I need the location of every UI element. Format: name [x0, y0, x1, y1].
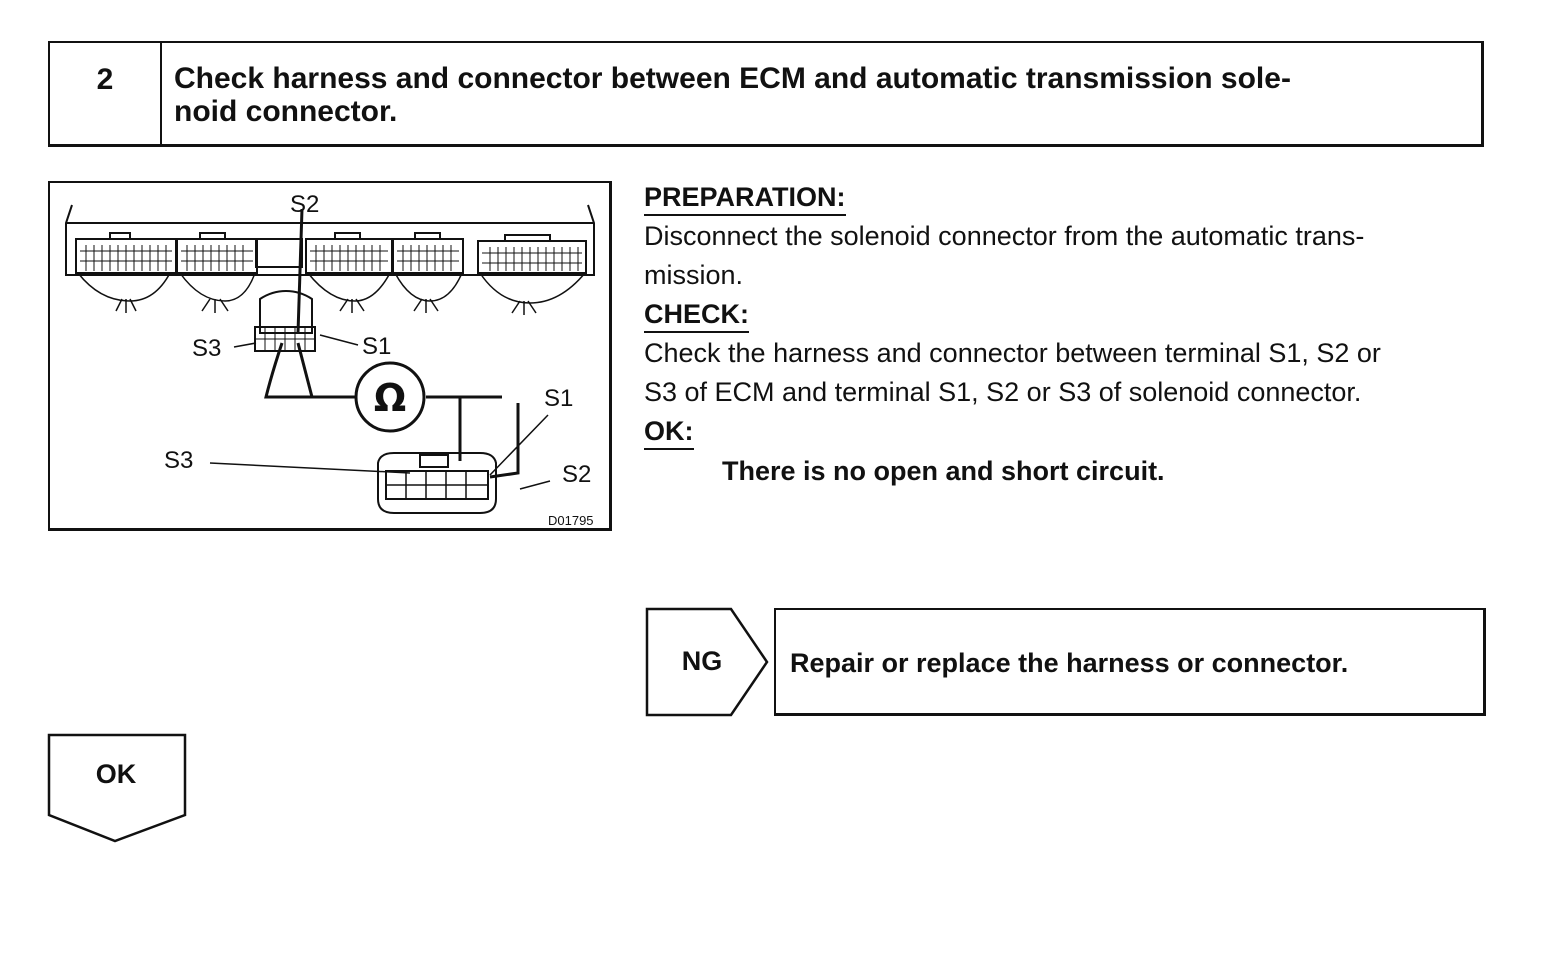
ecm-s3-label: S3	[192, 335, 222, 362]
step-title: Check harness and connector between ECM …	[174, 62, 1291, 128]
preparation-line-1: Disconnect the solenoid connector from t…	[644, 221, 1365, 251]
wiring-figure: Ω S2 S3 S1 S1 S3 S2 D01795	[48, 181, 612, 531]
ok-condition-text: There is no open and short circuit.	[722, 456, 1165, 486]
ecm-s1-label: S1	[362, 333, 392, 360]
preparation-line-2: mission.	[644, 260, 744, 290]
pin-ticks	[85, 245, 579, 271]
ecm-connector-group	[75, 238, 587, 274]
leader-lines	[209, 334, 551, 490]
ok-heading: OK:	[644, 414, 694, 450]
check-line-2: S3 of ECM and terminal S1, S2 or S3 of s…	[644, 377, 1362, 407]
ng-action-box: Repair or replace the harness or connect…	[774, 608, 1486, 716]
solenoid-connector	[377, 452, 497, 514]
ohm-symbol: Ω	[374, 376, 406, 420]
figure-code: D01795	[548, 513, 594, 528]
instructions: PREPARATION: Disconnect the solenoid con…	[644, 178, 1488, 491]
solenoid-s2-label: S2	[562, 461, 592, 488]
ok-arrow-shape	[47, 733, 187, 843]
ohmmeter-icon	[354, 361, 426, 433]
wire-bundles	[77, 272, 586, 315]
solenoid-s1-label: S1	[544, 385, 574, 412]
check-heading: CHECK:	[644, 297, 749, 333]
ng-action-text: Repair or replace the harness or connect…	[790, 648, 1349, 678]
step-number: 2	[50, 43, 162, 144]
solenoid-s3-label: S3	[164, 447, 194, 474]
ng-label: NG	[681, 646, 723, 676]
ok-label: OK	[95, 759, 137, 789]
check-line-1: Check the harness and connector between …	[644, 338, 1381, 368]
ohmmeter-wiring-diagram-icon: Ω	[65, 204, 595, 514]
step-header: 2 Check harness and connector between EC…	[48, 41, 1484, 147]
ecm-test-connector	[254, 289, 316, 352]
preparation-heading: PREPARATION:	[644, 180, 846, 216]
probe-wires	[264, 208, 520, 479]
ecm-s2-label: S2	[290, 191, 320, 218]
ecm-body-outline	[65, 204, 595, 276]
ng-arrow-shape	[645, 607, 769, 717]
